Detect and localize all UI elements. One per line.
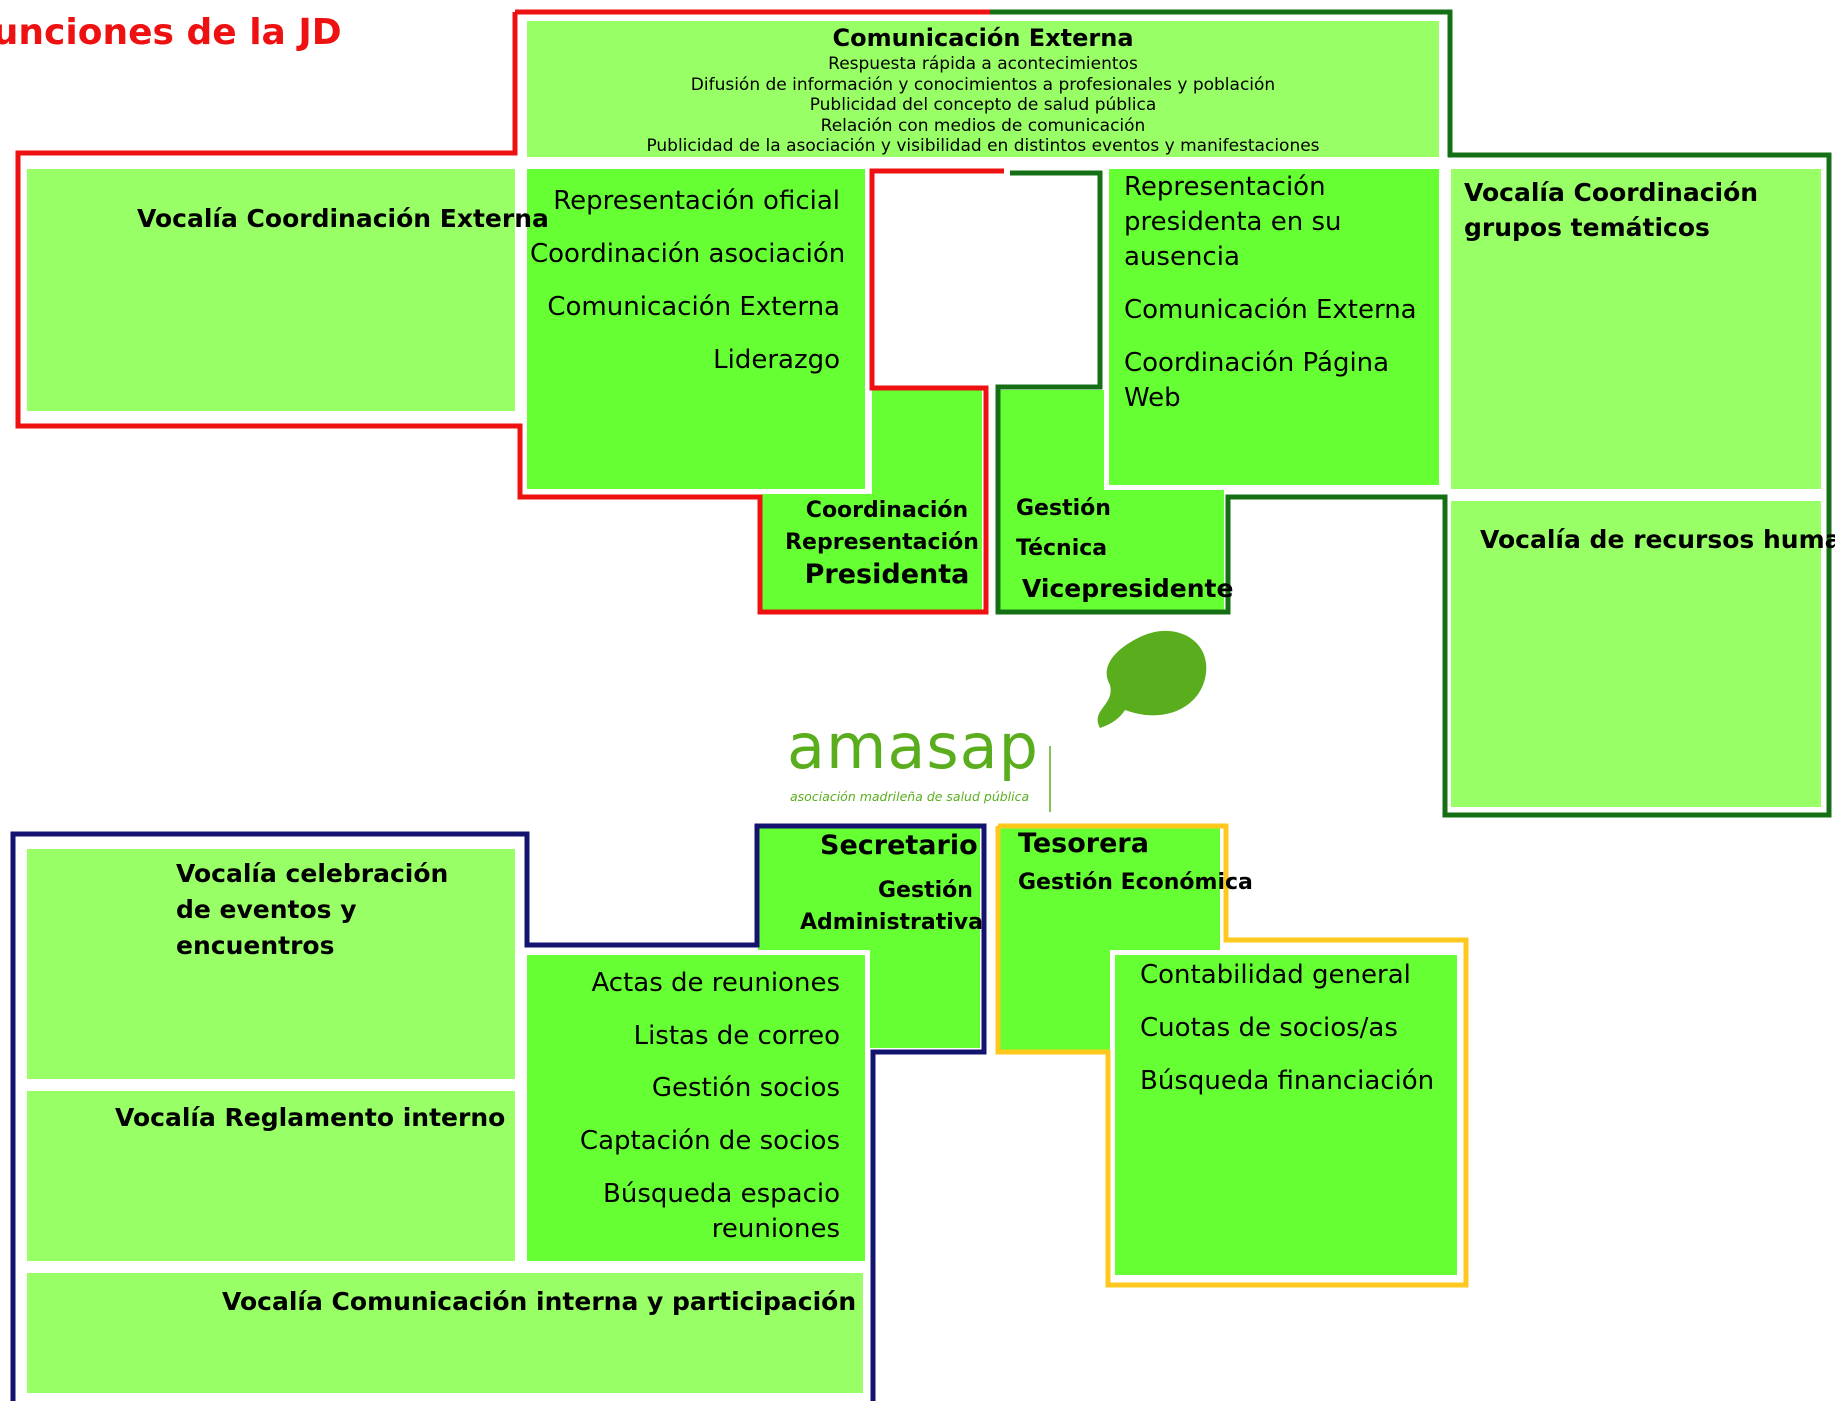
vocalia-recursos-humanos: Vocalía de recursos humanos xyxy=(1480,525,1835,554)
secretario-function: Gestión socios xyxy=(651,1073,840,1103)
page-title: Funciones de la JD xyxy=(0,12,342,53)
comunicacion-externa-item: Relación con medios de comunicación xyxy=(820,116,1146,136)
tesorera-function: Cuotas de socios/as xyxy=(1140,1013,1398,1043)
secretario-function: Actas de reuniones xyxy=(591,968,840,998)
vocalia-coordinacion-externa-box xyxy=(22,164,520,416)
vicepresidente-function: Comunicación Externa xyxy=(1124,295,1417,325)
vocalia-comunicacion-interna: Vocalía Comunicación interna y participa… xyxy=(222,1287,857,1316)
tesorera-role: Tesorera xyxy=(1018,828,1149,859)
tesorera-function: Contabilidad general xyxy=(1140,960,1411,990)
vicepresidente-summary-line1: Gestión xyxy=(1016,496,1111,521)
comunicacion-externa-item: Publicidad del concepto de salud pública xyxy=(809,95,1157,115)
tesorera-function: Búsqueda financiación xyxy=(1140,1066,1435,1096)
presidenta-function: Comunicación Externa xyxy=(547,292,840,322)
vocalia-reglamento: Vocalía Reglamento interno xyxy=(115,1103,506,1132)
presidenta-role: Presidenta xyxy=(804,559,970,590)
tesorera-summary: Gestión Económica xyxy=(1018,870,1253,895)
secretario-function: Listas de correo xyxy=(633,1021,840,1051)
vocalia-coordinacion-externa: Vocalía Coordinación Externa xyxy=(137,204,549,233)
secretario-function: Búsqueda espacio reuniones xyxy=(603,1179,840,1244)
secretario-summary-line1: Gestión xyxy=(878,878,973,903)
amasap-logo xyxy=(1049,630,1207,812)
tesorera-functions-box xyxy=(1110,950,1462,1280)
presidenta-function: Representación oficial xyxy=(553,186,840,216)
vicepresidente-summary-line2: Técnica xyxy=(1016,536,1108,561)
vicepresidente-function: Representación presidenta en su ausencia xyxy=(1124,172,1342,272)
secretario-function: Captación de socios xyxy=(579,1126,840,1156)
secretario-summary-line2: Administrativa xyxy=(800,910,983,935)
presidenta-summary-line1: Coordinación xyxy=(805,498,969,523)
vicepresidente-function: Coordinación Página Web xyxy=(1124,348,1390,413)
logo-tagline: asociación madrileña de salud pública xyxy=(790,789,1030,804)
vicepresidente-role: Vicepresidente xyxy=(1022,574,1234,603)
vocalia-grupos-tematicos: Vocalía Coordinación grupos temáticos xyxy=(1464,178,1759,242)
comunicacion-externa-item: Publicidad de la asociación y visibilida… xyxy=(646,136,1320,156)
presidenta-function: Coordinación asociación xyxy=(530,239,846,269)
comunicacion-externa-item: Difusión de información y conocimientos … xyxy=(690,75,1276,95)
presidenta-function: Liderazgo xyxy=(713,345,840,375)
logo-name: amasap xyxy=(787,710,1040,783)
secretario-role: Secretario xyxy=(820,830,978,861)
presidenta-summary-line2: Representación xyxy=(785,530,979,555)
vocalia-eventos: Vocalía celebración de eventos y encuent… xyxy=(176,859,449,960)
speech-bubble-icon xyxy=(1097,630,1207,728)
comunicacion-externa-item: Respuesta rápida a acontecimientos xyxy=(828,54,1138,74)
comunicacion-externa-title: Comunicación Externa xyxy=(832,24,1134,52)
